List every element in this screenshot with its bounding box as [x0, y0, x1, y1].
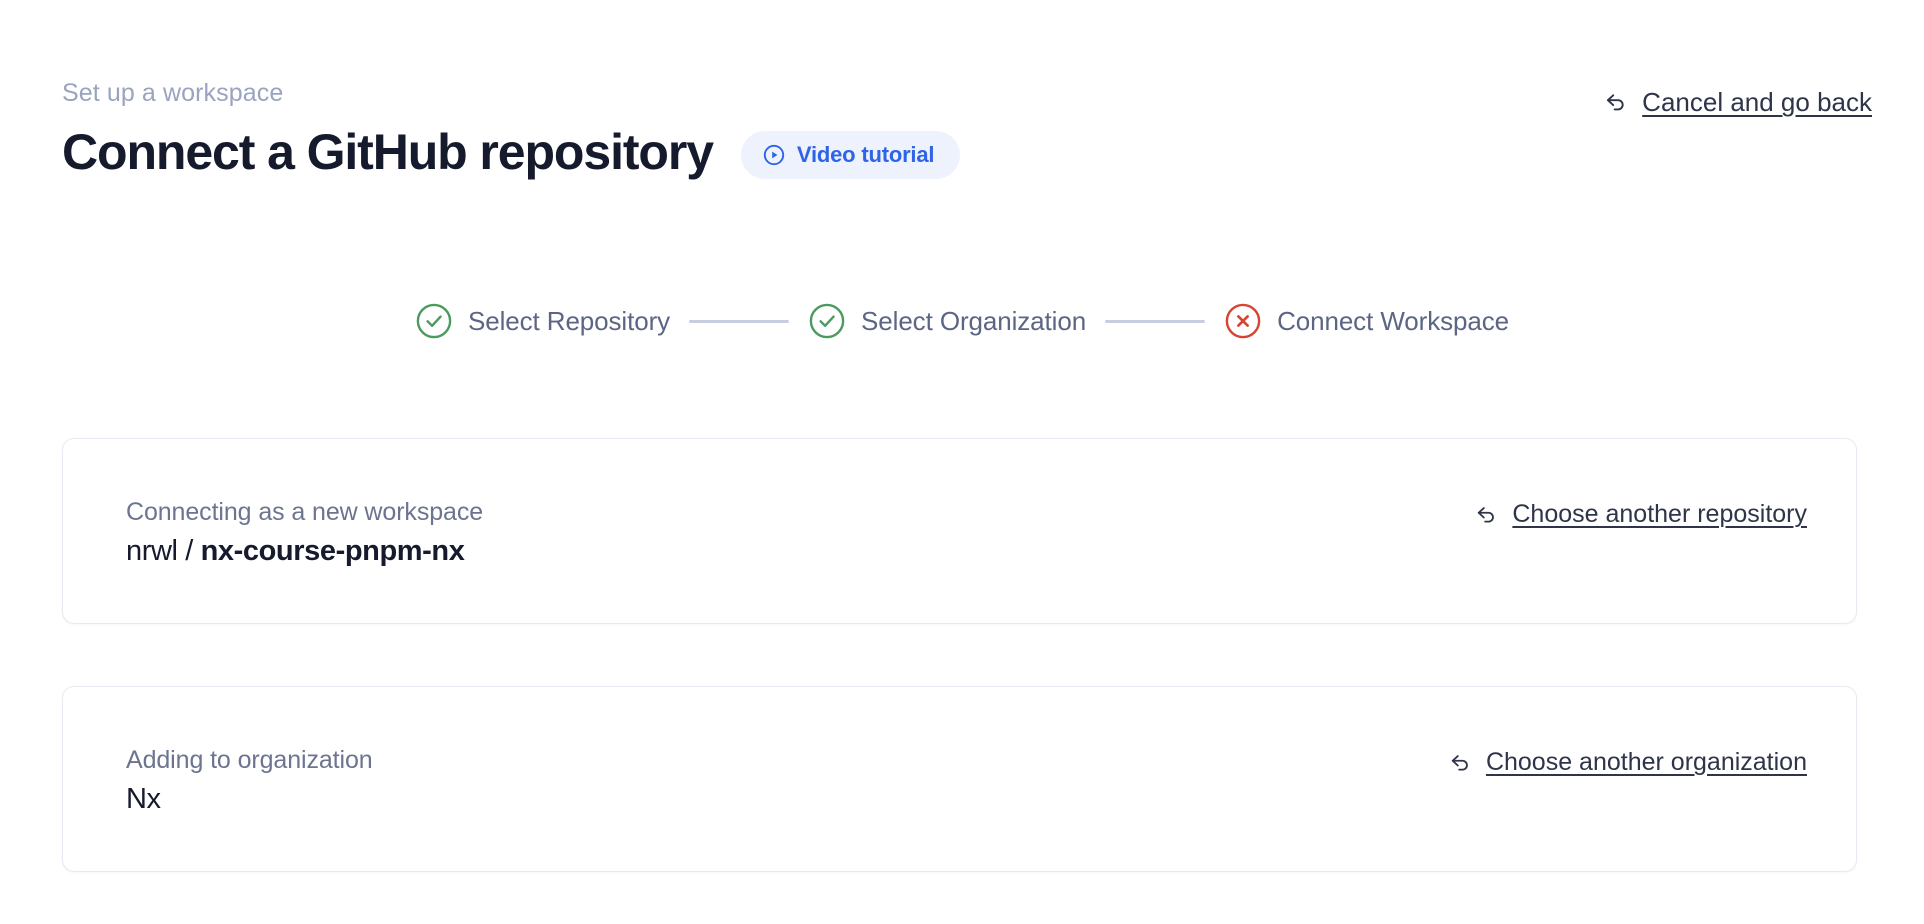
organization-card-texts: Adding to organization Nx — [126, 745, 373, 817]
step-label: Select Repository — [467, 306, 671, 336]
repository-card: Connecting as a new workspace nrwl / nx-… — [62, 438, 1857, 624]
stepper-connector — [1105, 319, 1206, 323]
back-arrow-icon — [1602, 88, 1630, 116]
play-circle-icon — [762, 143, 786, 167]
cancel-and-go-back-label: Cancel and go back — [1642, 87, 1872, 117]
choose-another-repository-link[interactable]: Choose another repository — [1473, 499, 1807, 529]
repository-card-inner: Connecting as a new workspace nrwl / nx-… — [126, 497, 1807, 569]
organization-card-caption: Adding to organization — [126, 746, 373, 774]
check-circle-icon — [415, 302, 453, 340]
repository-name: nx-course-pnpm-nx — [200, 535, 465, 567]
cancel-and-go-back-link[interactable]: Cancel and go back — [1602, 86, 1872, 118]
page-header: Set up a workspace Connect a GitHub repo… — [62, 78, 1872, 182]
step-select-repository[interactable]: Select Repository — [415, 302, 670, 340]
repository-card-texts: Connecting as a new workspace nrwl / nx-… — [126, 497, 483, 569]
step-select-organization[interactable]: Select Organization — [808, 302, 1086, 340]
step-label: Connect Workspace — [1277, 306, 1509, 336]
repository-separator: / — [185, 535, 193, 567]
progress-stepper: Select Repository Select Organization Co… — [0, 302, 1924, 340]
organization-card-inner: Adding to organization Nx Choose another… — [126, 745, 1807, 817]
step-connect-workspace[interactable]: Connect Workspace — [1224, 302, 1509, 340]
repository-owner: nrwl — [126, 535, 178, 567]
breadcrumb-eyebrow: Set up a workspace — [62, 79, 284, 107]
x-circle-icon — [1224, 302, 1262, 340]
stepper-connector — [689, 319, 790, 323]
repository-card-caption: Connecting as a new workspace — [126, 498, 484, 526]
choose-another-organization-label: Choose another organization — [1485, 748, 1807, 776]
page-title: Connect a GitHub repository — [62, 124, 714, 180]
step-label: Select Organization — [861, 306, 1087, 336]
choose-another-repository-label: Choose another repository — [1512, 500, 1807, 528]
choose-another-organization-link[interactable]: Choose another organization — [1447, 747, 1807, 777]
organization-card-value: Nx — [126, 783, 161, 815]
back-arrow-icon — [1447, 749, 1474, 776]
repository-card-value: nrwl / nx-course-pnpm-nx — [126, 533, 483, 569]
title-row: Connect a GitHub repository Video tutori… — [62, 122, 1872, 182]
video-tutorial-button[interactable]: Video tutorial — [740, 131, 961, 179]
organization-card: Adding to organization Nx Choose another… — [62, 686, 1857, 872]
back-arrow-icon — [1473, 501, 1500, 528]
check-circle-icon — [808, 302, 846, 340]
video-tutorial-label: Video tutorial — [796, 142, 935, 167]
